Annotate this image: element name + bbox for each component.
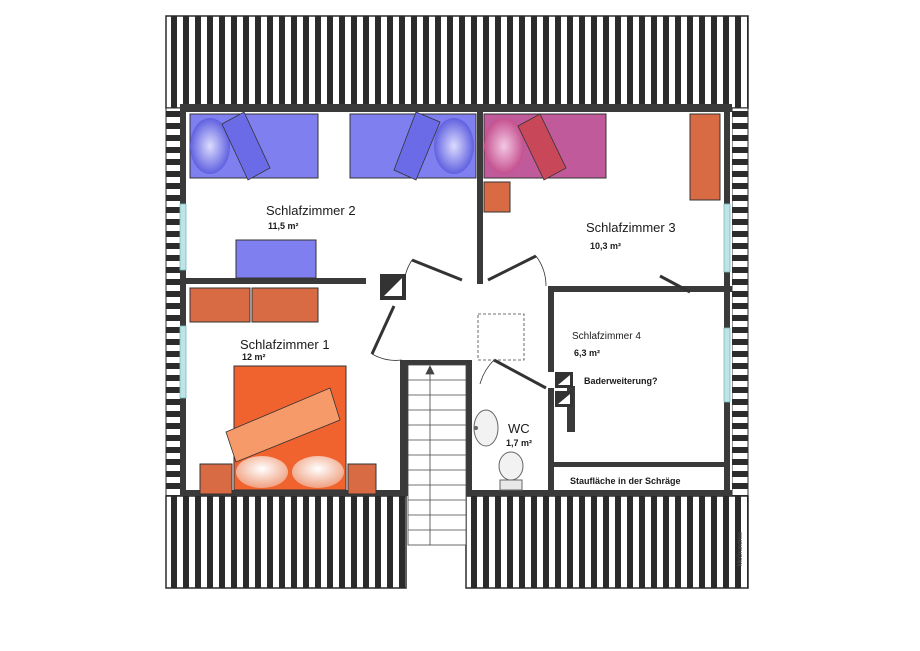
wardrobe-room3 xyxy=(689,113,721,201)
room-name-schlafzimmer-3: Schlafzimmer 3 xyxy=(586,220,676,235)
bed-room3 xyxy=(483,113,607,181)
credit-label: McGrundriss xyxy=(738,532,744,566)
room-name-schlafzimmer-2: Schlafzimmer 2 xyxy=(266,203,356,218)
attic-hatch xyxy=(477,313,525,361)
room-area-schlafzimmer-3: 10,3 m² xyxy=(590,241,621,251)
doors xyxy=(370,254,691,390)
staircase xyxy=(407,364,467,546)
nightstand-room1-right xyxy=(347,463,377,495)
sink xyxy=(473,409,499,447)
room-area-schlafzimmer-2: 11,5 m² xyxy=(268,221,299,231)
chimney-shafts xyxy=(380,274,573,407)
note-bath-extension: Baderweiterung? xyxy=(584,376,658,386)
room-area-schlafzimmer-4: 6,3 m² xyxy=(574,348,600,358)
windows xyxy=(179,203,731,403)
bed-room1 xyxy=(225,365,347,491)
nightstand-room1-left xyxy=(199,463,233,495)
toilet xyxy=(498,451,524,491)
room-name-wc: WC xyxy=(508,421,530,436)
nightstand-room3 xyxy=(483,181,511,213)
room-name-schlafzimmer-4: Schlafzimmer 4 xyxy=(572,331,641,342)
wardrobe-room1 xyxy=(189,287,319,323)
note-storage: Staufläche in der Schräge xyxy=(570,476,681,486)
desk-room2 xyxy=(235,239,317,279)
bed-room2-right xyxy=(349,111,477,181)
bed-room2-left xyxy=(189,111,319,181)
walls xyxy=(180,104,732,496)
room-name-schlafzimmer-1: Schlafzimmer 1 xyxy=(240,337,330,352)
room-area-schlafzimmer-1: 12 m² xyxy=(242,352,266,362)
room-area-wc: 1,7 m² xyxy=(506,438,532,448)
